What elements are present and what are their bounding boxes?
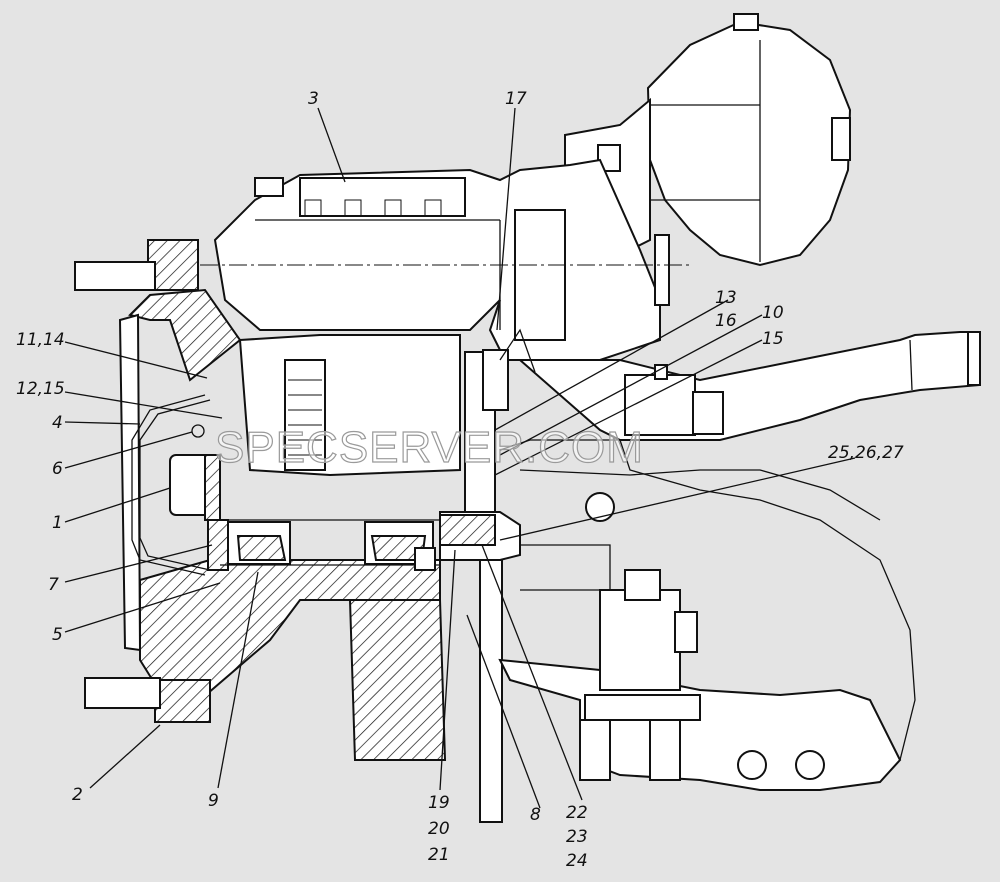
callout-16: 16 <box>715 311 737 331</box>
callout-8: 8 <box>530 805 541 825</box>
callout-17: 17 <box>505 89 527 109</box>
leader-lines <box>64 107 856 809</box>
callout-5: 5 <box>52 625 63 645</box>
lower-arm <box>498 569 902 791</box>
callout-24: 24 <box>566 851 588 871</box>
callout-4: 4 <box>52 413 63 433</box>
wheel-studs <box>74 261 161 709</box>
callout-6: 6 <box>52 459 63 479</box>
callout-labels: 3 17 13 16 10 15 11,14 12,15 4 6 1 7 5 2… <box>16 89 904 871</box>
callout-3: 3 <box>308 89 319 109</box>
callout-11-14: 11,14 <box>16 330 65 350</box>
callout-15: 15 <box>762 329 784 349</box>
callout-13: 13 <box>715 288 737 308</box>
watermark: SPECSERVER.COM <box>215 423 644 472</box>
callout-2: 2 <box>72 785 83 805</box>
caliper-teeth <box>304 199 442 217</box>
callout-9: 9 <box>208 791 219 811</box>
callout-12-15: 12,15 <box>16 379 65 399</box>
steering-knuckle <box>499 328 981 783</box>
callout-25-26-27: 25,26,27 <box>828 443 904 463</box>
hub-nut <box>169 424 229 571</box>
caliper-housing <box>213 158 670 361</box>
bearings <box>220 519 440 571</box>
callout-20: 20 <box>428 819 450 839</box>
callout-21: 21 <box>428 845 450 865</box>
callout-7: 7 <box>48 575 59 595</box>
axle-stub <box>439 511 521 823</box>
callout-23: 23 <box>566 827 588 847</box>
callout-1: 1 <box>52 513 63 533</box>
callout-19: 19 <box>428 793 450 813</box>
callout-22: 22 <box>566 803 588 823</box>
callout-10: 10 <box>762 303 784 323</box>
